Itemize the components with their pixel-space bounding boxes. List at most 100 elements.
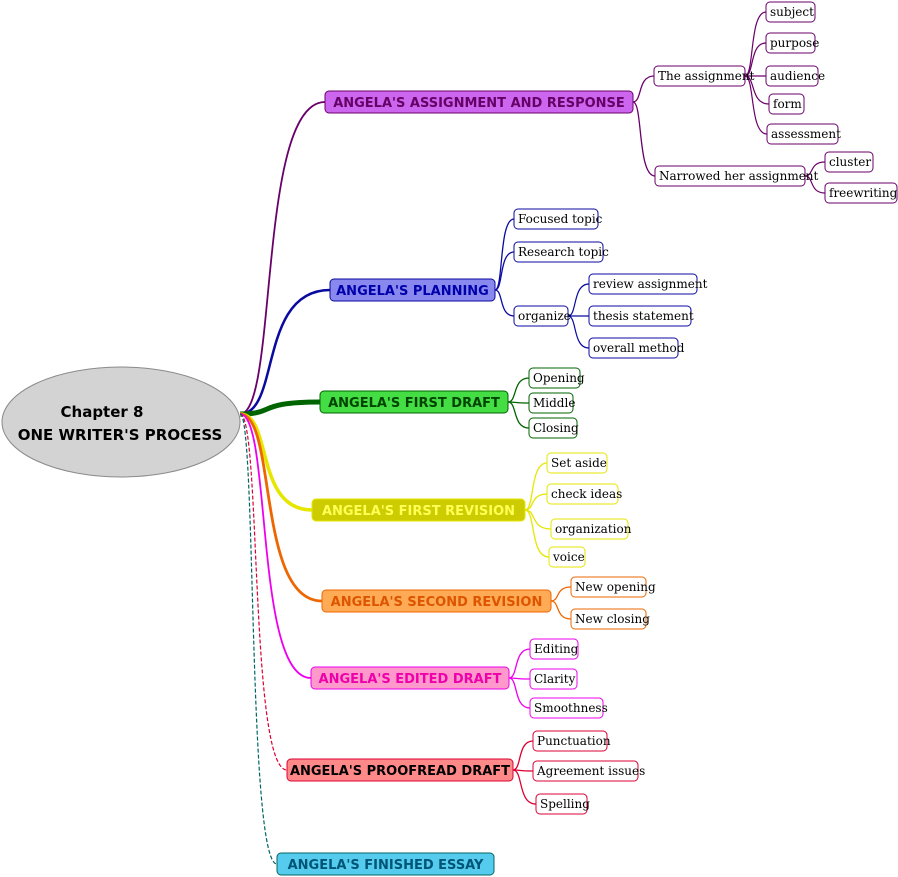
- node-closing-label: Closing: [533, 421, 579, 435]
- node-the-assignment[interactable]: The assignment: [653, 65, 755, 87]
- node-audience[interactable]: audience: [765, 65, 825, 87]
- node-review-assignment-label: review assignment: [593, 277, 708, 291]
- link-closing: [507, 401, 530, 429]
- center-node[interactable]: Chapter 8 ONE WRITER'S PROCESS: [1, 366, 241, 478]
- node-overall-method[interactable]: overall method: [588, 337, 685, 359]
- link-focused-topic: [494, 218, 515, 291]
- branch-planning-label: ANGELA'S PLANNING: [336, 284, 489, 299]
- branch-edited-draft[interactable]: ANGELA'S EDITED DRAFT: [310, 666, 510, 690]
- link-check-ideas: [524, 493, 548, 511]
- link-subject: [744, 11, 767, 77]
- node-clarity-label: Clarity: [534, 672, 576, 686]
- link-the-assignment: [632, 75, 655, 103]
- node-smoothness[interactable]: Smoothness: [529, 697, 608, 719]
- center-title-line1: Chapter 8: [61, 403, 144, 421]
- topic-nodes: ANGELA'S ASSIGNMENT AND RESPONSE The assi…: [276, 1, 898, 876]
- node-set-aside-label: Set aside: [551, 456, 607, 470]
- link-set-aside: [524, 462, 548, 511]
- link-voice: [524, 509, 550, 558]
- node-audience-label: audience: [770, 69, 825, 83]
- link-editing: [508, 648, 531, 679]
- branch-edited-draft-label: ANGELA'S EDITED DRAFT: [319, 672, 502, 687]
- node-thesis-statement-label: thesis statement: [593, 309, 694, 323]
- link-proofread-draft: [239, 413, 288, 771]
- node-narrowed-her-assignment[interactable]: Narrowed her assignment: [654, 165, 819, 187]
- branch-finished-essay-label: ANGELA'S FINISHED ESSAY: [288, 858, 484, 873]
- node-check-ideas[interactable]: check ideas: [546, 483, 622, 505]
- link-finished-essay: [239, 413, 278, 865]
- center-title-line2: ONE WRITER'S PROCESS: [18, 426, 223, 444]
- node-research-topic[interactable]: Research topic: [513, 241, 609, 263]
- link-spelling: [512, 769, 537, 805]
- node-smoothness-label: Smoothness: [534, 701, 608, 715]
- branch-first-revision[interactable]: ANGELA'S FIRST REVISION: [311, 498, 526, 522]
- link-new-opening: [550, 586, 572, 602]
- node-research-topic-label: Research topic: [518, 245, 609, 259]
- link-planning: [239, 288, 331, 416]
- node-freewriting-label: freewriting: [829, 186, 898, 200]
- branch-planning[interactable]: ANGELA'S PLANNING: [329, 278, 496, 302]
- connector-lines: [239, 11, 826, 865]
- node-cluster-label: cluster: [829, 155, 871, 169]
- node-subject[interactable]: subject: [765, 1, 816, 23]
- node-agreement-issues[interactable]: Agreement issues: [532, 760, 645, 782]
- link-freewriting: [804, 175, 826, 194]
- node-voice[interactable]: voice: [548, 546, 586, 568]
- branch-second-revision-label: ANGELA'S SECOND REVISION: [331, 595, 543, 610]
- node-focused-topic-label: Focused topic: [518, 212, 603, 226]
- node-new-opening-label: New opening: [575, 580, 656, 594]
- node-clarity[interactable]: Clarity: [529, 668, 578, 690]
- link-first-draft: [239, 399, 321, 417]
- node-opening[interactable]: Opening: [528, 367, 585, 389]
- branch-finished-essay[interactable]: ANGELA'S FINISHED ESSAY: [276, 852, 495, 876]
- node-agreement-issues-label: Agreement issues: [536, 764, 645, 778]
- node-the-assignment-label: The assignment: [658, 69, 755, 83]
- node-assessment-label: assessment: [771, 127, 841, 141]
- node-thesis-statement[interactable]: thesis statement: [588, 305, 694, 327]
- link-edited-draft: [239, 413, 312, 679]
- node-set-aside[interactable]: Set aside: [546, 452, 608, 474]
- node-form-label: form: [773, 97, 802, 111]
- node-new-closing[interactable]: New closing: [570, 608, 650, 630]
- branch-second-revision[interactable]: ANGELA'S SECOND REVISION: [321, 589, 552, 613]
- link-research-topic: [494, 251, 515, 291]
- node-check-ideas-label: check ideas: [551, 487, 622, 501]
- node-middle[interactable]: Middle: [528, 392, 575, 414]
- node-overall-method-label: overall method: [593, 341, 685, 355]
- node-closing[interactable]: Closing: [528, 417, 579, 439]
- node-spelling[interactable]: Spelling: [535, 793, 590, 815]
- node-focused-topic[interactable]: Focused topic: [513, 208, 603, 230]
- node-opening-label: Opening: [533, 371, 585, 385]
- node-voice-label: voice: [552, 550, 585, 564]
- node-punctuation-label: Punctuation: [537, 734, 611, 748]
- node-new-closing-label: New closing: [575, 612, 650, 626]
- node-organize[interactable]: organize: [513, 305, 571, 327]
- branch-assignment[interactable]: ANGELA'S ASSIGNMENT AND RESPONSE: [324, 90, 634, 114]
- node-form[interactable]: form: [768, 93, 805, 115]
- node-narrowed-her-assignment-label: Narrowed her assignment: [659, 169, 819, 183]
- branch-first-draft-label: ANGELA'S FIRST DRAFT: [328, 396, 500, 411]
- branch-first-revision-label: ANGELA'S FIRST REVISION: [322, 504, 515, 519]
- node-organization-label: organization: [555, 522, 632, 536]
- node-middle-label: Middle: [533, 396, 575, 410]
- branch-proofread-draft[interactable]: ANGELA'S PROOFREAD DRAFT: [286, 758, 514, 782]
- node-cluster[interactable]: cluster: [824, 151, 874, 173]
- link-assignment: [239, 101, 326, 415]
- link-review-assignment: [567, 283, 590, 317]
- link-narrowed-her-assignment: [632, 101, 656, 177]
- node-assessment[interactable]: assessment: [766, 123, 841, 145]
- node-punctuation[interactable]: Punctuation: [532, 730, 611, 752]
- link-opening: [507, 377, 530, 403]
- link-new-closing: [550, 600, 572, 620]
- branch-first-draft[interactable]: ANGELA'S FIRST DRAFT: [319, 390, 509, 414]
- node-freewriting[interactable]: freewriting: [824, 182, 898, 204]
- link-purpose: [744, 42, 767, 77]
- node-new-opening[interactable]: New opening: [570, 576, 656, 598]
- link-punctuation: [512, 740, 534, 771]
- node-purpose[interactable]: purpose: [765, 32, 819, 54]
- link-overall-method: [567, 315, 590, 349]
- node-editing[interactable]: Editing: [529, 638, 579, 660]
- node-organization[interactable]: organization: [550, 518, 632, 540]
- node-review-assignment[interactable]: review assignment: [588, 273, 708, 295]
